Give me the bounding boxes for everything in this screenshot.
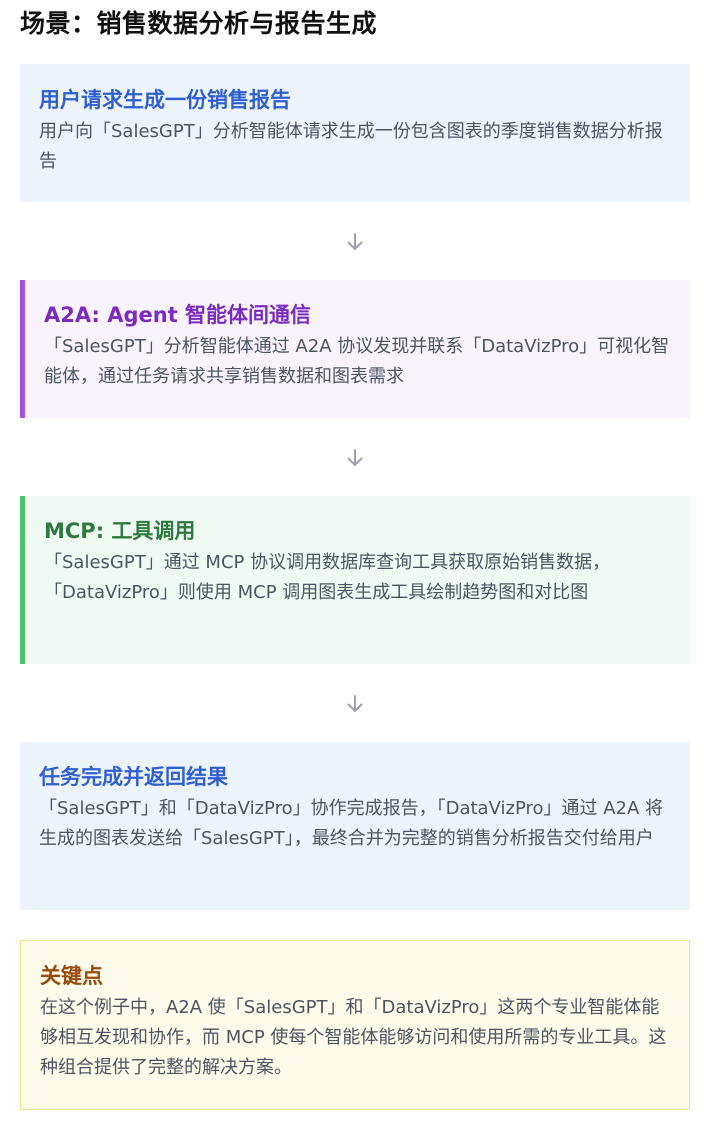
step-description: 「SalesGPT」和「DataVizPro」协作完成报告，「DataVizPr… [39, 798, 664, 849]
arrow-down-icon [347, 233, 363, 250]
step-card-user-request: 用户请求生成一份销售报告 用户向「SalesGPT」分析智能体请求生成一份包含图… [20, 64, 690, 202]
page-title: 场景：销售数据分析与报告生成 [20, 9, 378, 38]
step-description: 「SalesGPT」分析智能体通过 A2A 协议发现并联系「DataVizPro… [44, 336, 670, 387]
step-description: 「SalesGPT」通过 MCP 协议调用数据库查询工具获取原始销售数据，「Da… [44, 552, 611, 603]
key-point-description: 在这个例子中，A2A 使「SalesGPT」和「DataVizPro」这两个专业… [40, 997, 667, 1078]
key-point-title: 关键点 [40, 964, 103, 988]
arrow-down-icon [347, 695, 363, 712]
step-title: A2A: Agent 智能体间通信 [44, 303, 312, 327]
step-card-a2a: A2A: Agent 智能体间通信 「SalesGPT」分析智能体通过 A2A … [20, 280, 690, 418]
step-card-mcp: MCP: 工具调用 「SalesGPT」通过 MCP 协议调用数据库查询工具获取… [20, 496, 690, 664]
key-point-callout: 关键点 在这个例子中，A2A 使「SalesGPT」和「DataVizPro」这… [20, 940, 690, 1110]
arrow-down-icon [347, 449, 363, 466]
step-title: 用户请求生成一份销售报告 [39, 88, 291, 112]
step-title: MCP: 工具调用 [44, 519, 196, 543]
step-title: 任务完成并返回结果 [39, 765, 228, 789]
step-card-result: 任务完成并返回结果 「SalesGPT」和「DataVizPro」协作完成报告，… [20, 742, 690, 910]
step-description: 用户向「SalesGPT」分析智能体请求生成一份包含图表的季度销售数据分析报告 [39, 121, 663, 172]
